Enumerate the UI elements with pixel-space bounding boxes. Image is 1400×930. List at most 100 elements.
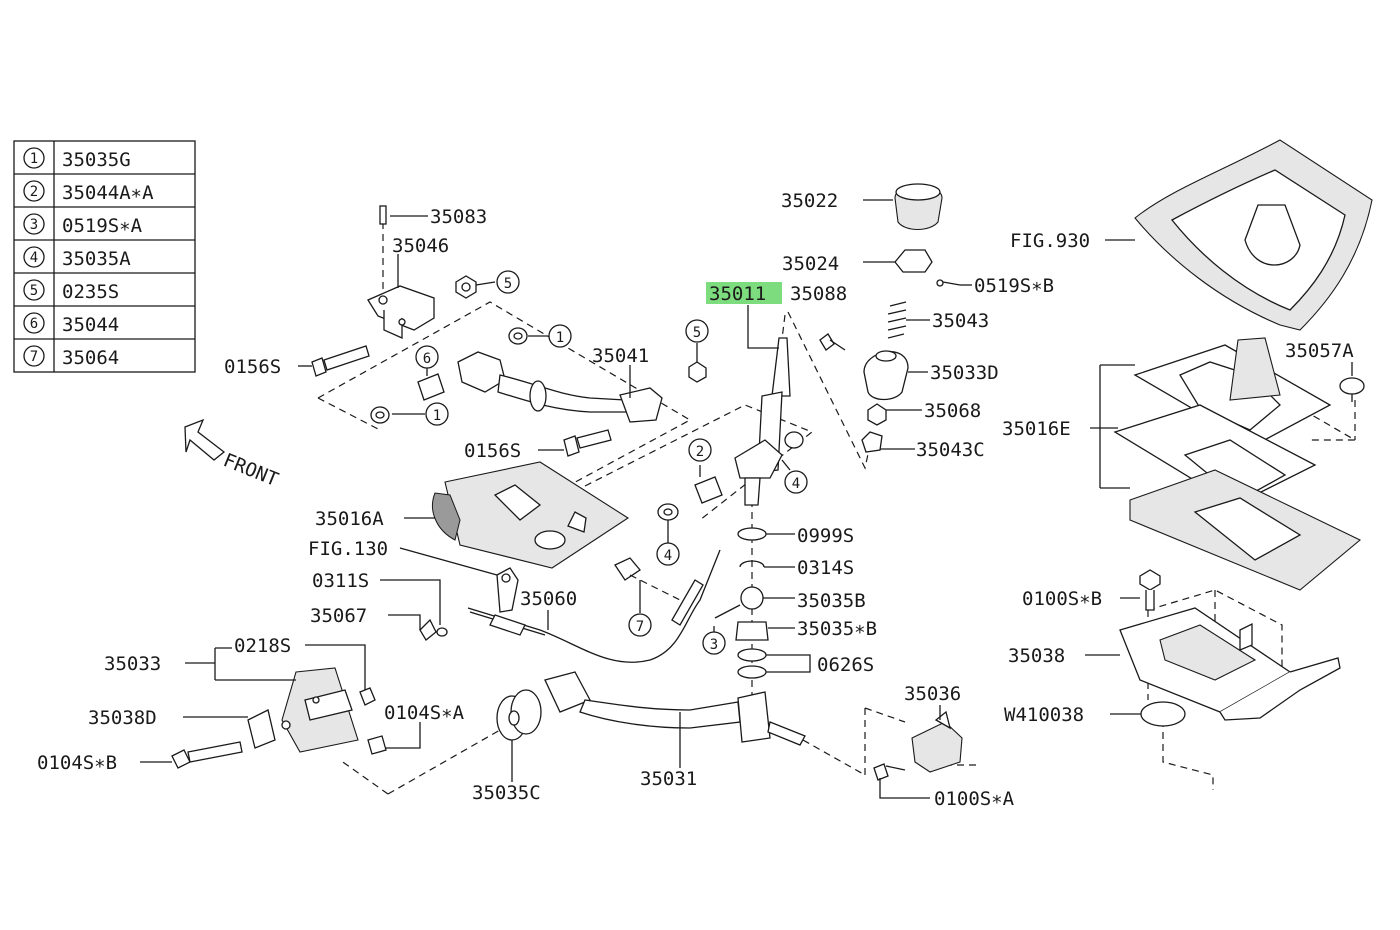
label-35033d[interactable]: 35033D [930,362,999,384]
bushing-35035c [496,689,542,741]
label-w410038[interactable]: W410038 [1004,704,1084,726]
label-35043c[interactable]: 35043C [916,439,985,461]
legend-part: 0519S∗A [62,215,143,237]
label-fig930[interactable]: FIG.930 [1010,230,1090,252]
label-0999s[interactable]: 0999S [797,525,854,547]
label-35022[interactable]: 35022 [781,190,838,212]
boot-35024 [894,249,961,287]
svg-text:5: 5 [504,276,512,292]
legend-row: 6 35044 [23,312,119,336]
clip-35067 [419,618,448,641]
label-35041[interactable]: 35041 [592,345,649,367]
label-35035b[interactable]: 35035B [797,590,866,612]
svg-text:4: 4 [792,476,800,492]
legend-num: 5 [30,283,38,299]
label-35033[interactable]: 35033 [104,653,161,675]
svg-text:1: 1 [433,408,441,424]
callout-marker: 4 [656,542,680,566]
legend-part: 35064 [62,347,119,369]
label-35083[interactable]: 35083 [430,206,487,228]
cable-35060 [467,549,721,663]
bushings-35068 [861,403,887,453]
label-35067[interactable]: 35067 [310,605,367,627]
legend-num: 4 [30,250,38,266]
callout-marker: 2 [688,438,712,462]
legend-part: 35035A [62,248,131,270]
bracket-35033 [247,667,387,755]
legend-num: 7 [30,349,38,365]
label-35038[interactable]: 35038 [1008,645,1065,667]
svg-text:1: 1 [556,330,564,346]
callout-marker: 6 [415,345,439,369]
callout-marker: 1 [548,324,572,348]
callout-marker: 5 [685,319,709,343]
svg-text:5: 5 [693,325,701,341]
bolt-0100sa [873,763,906,781]
knob-35022 [894,183,943,231]
label-35038d[interactable]: 35038D [88,707,157,729]
nut-0235s [455,275,477,299]
callout-marker: 5 [496,270,520,294]
rod-35041 [457,351,663,423]
label-35024[interactable]: 35024 [782,253,839,275]
legend-part: 0235S [62,281,119,303]
label-0626s[interactable]: 0626S [817,654,874,676]
label-fig130[interactable]: FIG.130 [308,538,388,560]
legend-row: 5 0235S [23,279,119,303]
label-35057a[interactable]: 35057A [1285,340,1354,362]
label-0519s-b[interactable]: 0519S∗B [974,275,1054,297]
spring-35043 [887,301,907,339]
part-highlight [706,282,782,304]
part-labels: 35083 35046 0156S 35041 0156S 35011 3508… [37,190,1354,810]
callout-marker: 3 [702,631,726,655]
label-35035c[interactable]: 35035C [472,782,541,804]
label-35011[interactable]: 35011 [709,283,766,305]
label-0218s[interactable]: 0218S [234,635,291,657]
legend-row: 2 35044A∗A [23,180,154,204]
label-0100s-b[interactable]: 0100S∗B [1022,588,1102,610]
bracket-35038 [1119,607,1341,721]
label-0104s-b[interactable]: 0104S∗B [37,752,117,774]
label-35016e[interactable]: 35016E [1002,418,1071,440]
plug-w410038 [1140,701,1186,727]
bolt-0156s-upper [311,345,370,377]
label-35068[interactable]: 35068 [924,400,981,422]
label-35088[interactable]: 35088 [790,283,847,305]
callout-marker: 1 [425,402,449,426]
rod-35031 [544,671,806,746]
label-0156s[interactable]: 0156S [464,440,521,462]
front-arrow-icon: FRONT [184,418,281,491]
label-35016a[interactable]: 35016A [315,508,384,530]
label-35035-b[interactable]: 35035∗B [797,618,877,640]
bushings-center [657,431,804,521]
label-0314s[interactable]: 0314S [797,557,854,579]
label-35060[interactable]: 35060 [520,588,577,610]
leader-lines [140,199,1353,799]
label-35043[interactable]: 35043 [932,310,989,332]
legend-part: 35035G [62,149,131,171]
label-0156s[interactable]: 0156S [224,356,281,378]
legend-part: 35044A∗A [62,182,154,204]
legend-table: 1 35035G 2 35044A∗A 3 0519S∗A 4 35035A 5… [13,140,196,373]
legend-num: 6 [30,316,38,332]
label-0311s[interactable]: 0311S [312,570,369,592]
svg-text:3: 3 [710,637,718,653]
label-0100s-a[interactable]: 0100S∗A [934,788,1015,810]
label-35031[interactable]: 35031 [640,768,697,790]
svg-text:6: 6 [423,351,431,367]
legend-part: 35044 [62,314,119,336]
bracket-35046 [367,205,435,340]
legend-num: 1 [30,151,38,167]
housing-35016a [432,461,630,569]
boot-plate-35016e [1113,337,1362,591]
legend-num: 2 [30,184,38,200]
bolt-0104sb [171,741,243,769]
callouts: 5 1 6 1 5 2 4 4 [415,270,808,655]
callout-marker: 7 [628,613,652,637]
label-0104s-a[interactable]: 0104S∗A [384,702,465,724]
legend-row: 1 35035G [23,147,131,171]
label-35036[interactable]: 35036 [904,683,961,705]
label-35046[interactable]: 35046 [392,235,449,257]
legend-num: 3 [30,217,38,233]
